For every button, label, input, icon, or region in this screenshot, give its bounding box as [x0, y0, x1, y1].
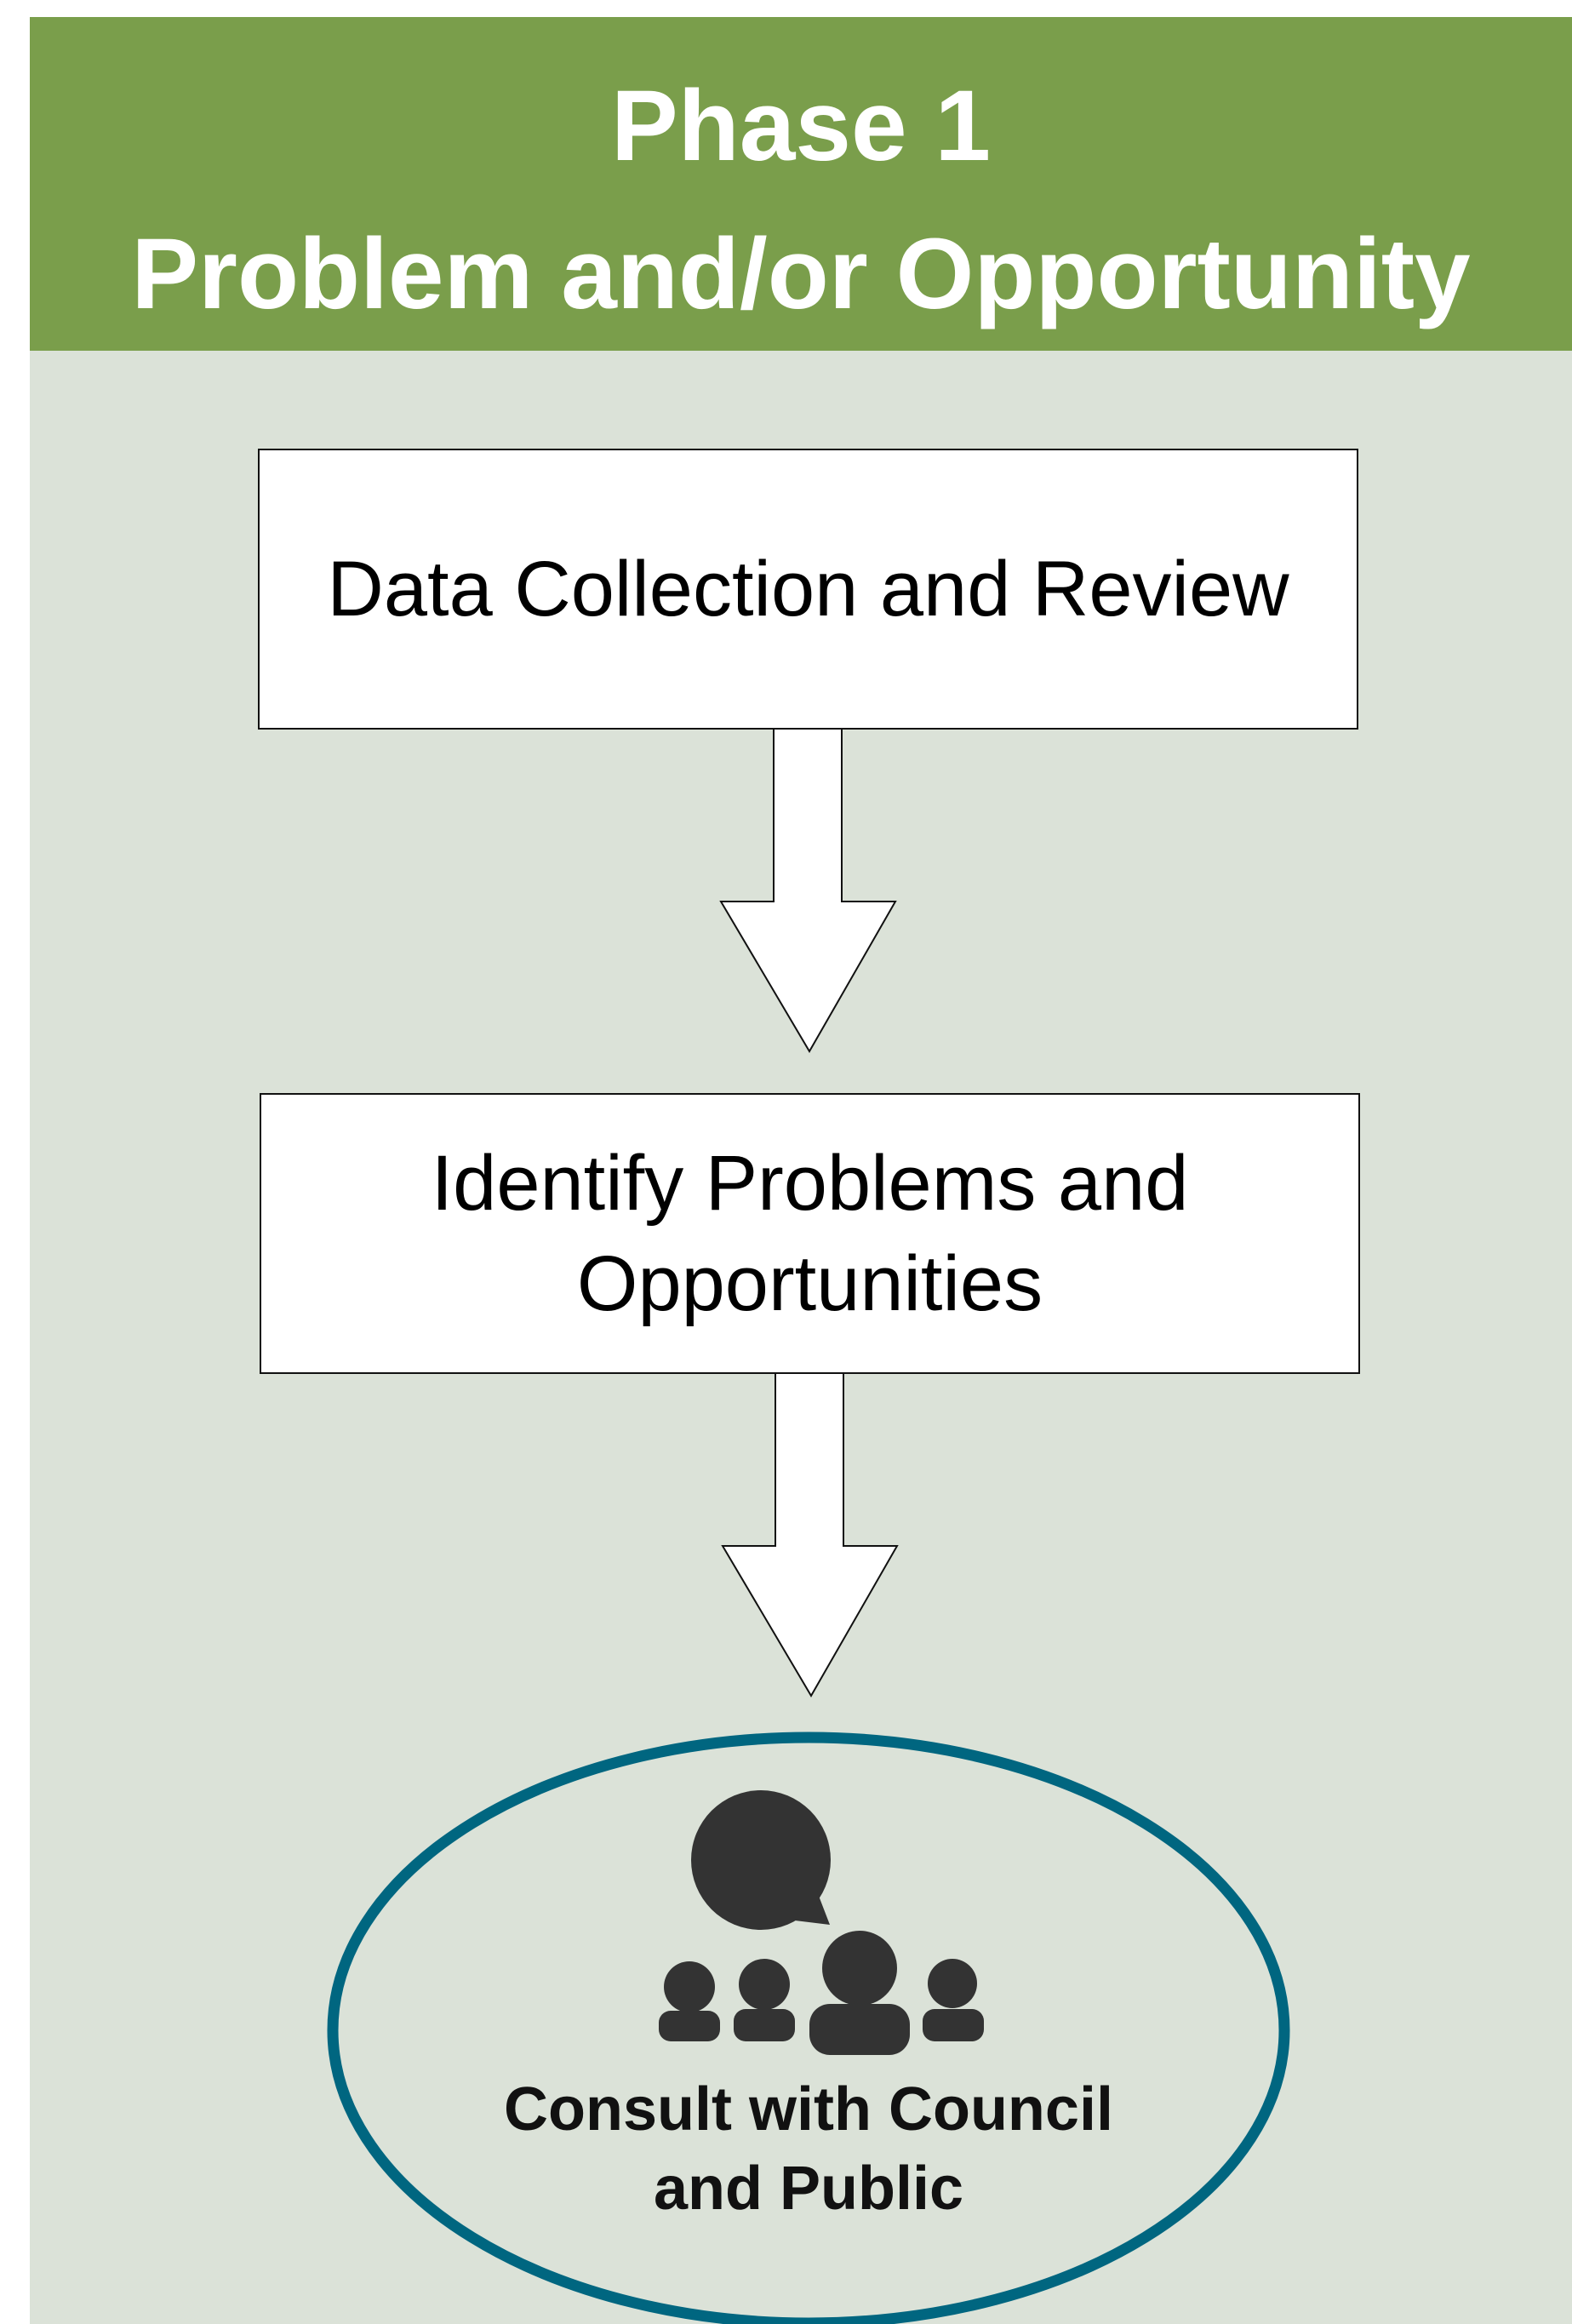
- consult-ellipse: [327, 1732, 1290, 2324]
- step-identify-box: Identify Problems and Opportunities: [260, 1093, 1360, 1374]
- flow-arrow-1: [719, 728, 897, 1053]
- phase-title: Problem and/or Opportunity: [131, 218, 1471, 330]
- step-identify-label: Identify Problems and Opportunities: [431, 1140, 1189, 1327]
- consult-label: Consult with Council and Public: [504, 2075, 1113, 2223]
- flow-arrow-2: [721, 1372, 899, 1697]
- phase-header: Phase 1 Problem and/or Opportunity: [30, 17, 1572, 351]
- step-data-collection-label: Data Collection and Review: [327, 546, 1289, 633]
- group-speech-bubble-icon: [659, 1790, 984, 2055]
- phase-label: Phase 1: [610, 70, 992, 182]
- step-data-collection-box: Data Collection and Review: [258, 449, 1358, 730]
